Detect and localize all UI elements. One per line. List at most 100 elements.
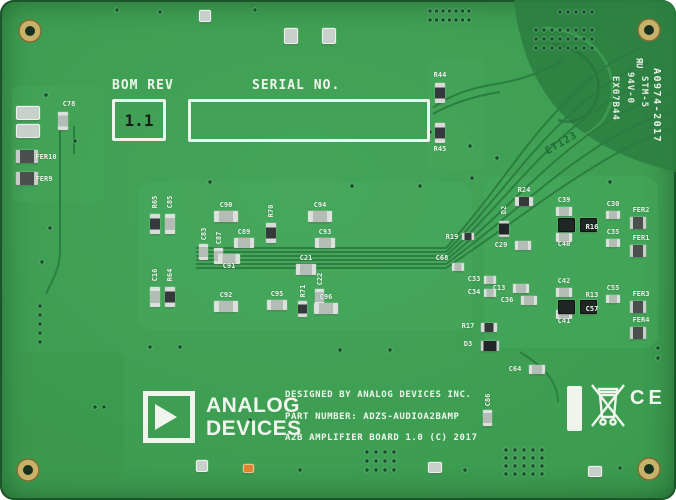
component-label-c89: C89 (237, 228, 251, 236)
via (466, 8, 472, 14)
smd-component-r17 (481, 323, 497, 332)
component-label-r16: R16 (585, 223, 599, 231)
component-label-c13: C13 (492, 284, 506, 292)
via (337, 347, 343, 353)
ul-recognized-icon: ЯU (633, 57, 644, 69)
smd-component-d3 (481, 341, 499, 351)
via (533, 27, 539, 33)
component-label-c16: C16 (151, 268, 159, 282)
via (539, 463, 545, 469)
via (433, 8, 440, 14)
component-label-c64: C64 (508, 365, 522, 373)
component-label-d2: D2 (500, 205, 508, 215)
via (530, 471, 536, 477)
smd-component-fer9 (16, 172, 38, 185)
via (503, 471, 509, 477)
serial-no-label: SERIAL NO. (252, 78, 341, 93)
via (373, 467, 379, 473)
smd-component-c16 (150, 287, 160, 307)
via (469, 175, 475, 181)
component-label-c78: C78 (62, 100, 76, 108)
component-label-c86: C86 (484, 393, 492, 407)
via (364, 467, 370, 473)
via (581, 45, 587, 51)
via (565, 27, 571, 33)
smd-component-c22 (315, 289, 324, 305)
component-label-c41: C41 (557, 317, 571, 325)
smd-component-r65 (150, 214, 160, 234)
smd-component-c92 (214, 301, 238, 312)
component-label-r19: R19 (445, 233, 459, 241)
via (589, 36, 595, 42)
via-layer (37, 7, 661, 477)
smd-component-c36 (521, 296, 537, 305)
copper-pour-dark (514, 0, 676, 172)
via (521, 455, 527, 461)
via (101, 404, 107, 410)
logo-line-analog: ANALOG (206, 394, 300, 417)
smd-component (558, 300, 575, 314)
component-label-fer3: FER3 (632, 290, 650, 298)
via (573, 45, 579, 51)
via (440, 8, 446, 14)
component-label-fer9: FER9 (35, 175, 53, 183)
via (37, 339, 43, 345)
via (387, 347, 393, 353)
via (530, 463, 536, 469)
via (541, 27, 547, 33)
smd-component-fer4 (630, 327, 646, 339)
via (114, 7, 120, 13)
smd-component (580, 218, 597, 232)
component-label-c94: C94 (313, 201, 327, 209)
via (503, 447, 509, 453)
triangle-glyph (155, 404, 177, 430)
via (549, 27, 555, 33)
via (207, 179, 213, 185)
smd-component (428, 462, 442, 473)
via (607, 179, 613, 185)
smd-component (588, 466, 602, 477)
via (512, 455, 518, 461)
mounting-hole (23, 465, 33, 475)
smd-component-c90 (214, 211, 238, 222)
via (382, 467, 388, 473)
via (573, 27, 579, 33)
via (157, 9, 163, 15)
bom-rev-box: 1.1 (112, 99, 166, 141)
via (581, 27, 587, 33)
via (252, 7, 258, 13)
smd-component-c86 (483, 410, 492, 426)
component-label-c91: C91 (222, 262, 236, 270)
via (573, 36, 579, 42)
via (373, 449, 379, 455)
via (539, 447, 545, 453)
white-bar-mark (567, 386, 582, 431)
component-label-c29: C29 (494, 241, 508, 249)
via (453, 8, 459, 14)
smd-component-c29 (515, 241, 531, 250)
component-label-r24: R24 (517, 186, 531, 194)
smd-component (243, 464, 254, 473)
via (494, 155, 500, 161)
ce-mark: CE (630, 387, 666, 409)
via (589, 27, 595, 33)
via (565, 36, 571, 42)
smd-component (16, 106, 40, 120)
via (417, 183, 423, 189)
via (557, 45, 563, 51)
via (427, 8, 433, 14)
material-marking-lot: EX07B44 (610, 76, 620, 121)
component-label-c42: C42 (557, 277, 571, 285)
component-label-c40: C40 (557, 240, 571, 248)
smd-component-r70 (266, 223, 276, 243)
component-label-fer4: FER4 (632, 316, 650, 324)
via (440, 17, 446, 23)
smd-component-c68 (452, 263, 464, 271)
credit-part-number: PART NUMBER: ADZS-AUDIOA2BAMP (285, 411, 460, 422)
via (589, 9, 595, 15)
via (617, 465, 623, 471)
mounting-hole (25, 26, 35, 36)
component-label-r45: R45 (433, 145, 447, 153)
via (530, 447, 536, 453)
smd-component-c95 (267, 300, 287, 310)
